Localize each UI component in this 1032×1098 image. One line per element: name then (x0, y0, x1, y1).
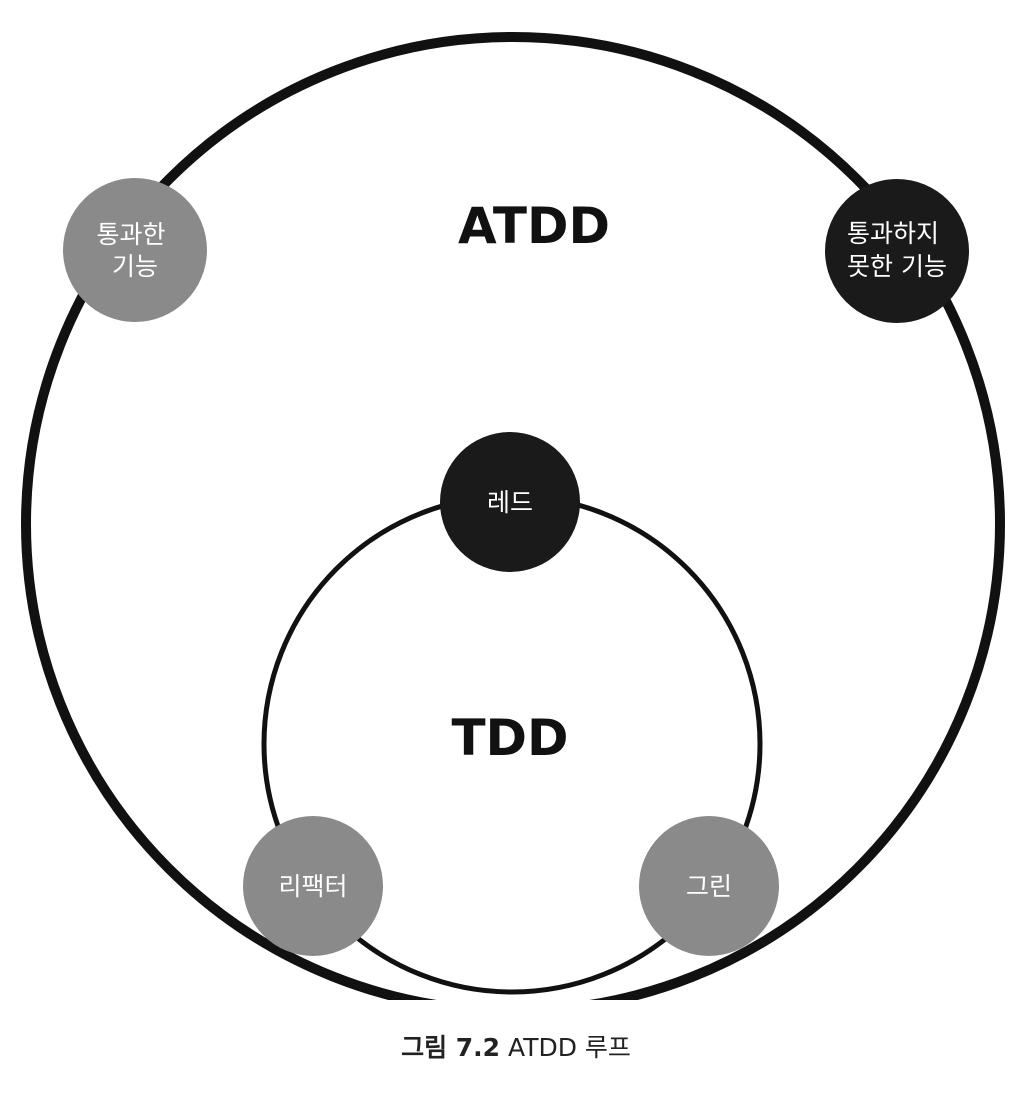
node-passed-circle (63, 178, 207, 322)
node-green-label: 그린 (686, 872, 732, 901)
atdd-loop-diagram: ATDD TDD 통과한 기능 통과하지 못한 기능 레드 리팩터 그린 (21, 32, 1005, 1000)
atdd-label: ATDD (458, 197, 610, 255)
svg-text:통과하지 못한 기능: 통과하지 못한 기능 (847, 219, 947, 281)
tdd-label: TDD (451, 709, 568, 767)
node-refactor-circle (243, 816, 383, 956)
svg-text:통과한 기능: 통과한 기능 (97, 220, 174, 281)
node-red-circle (440, 432, 580, 572)
atdd-outer-circle (21, 32, 1005, 1000)
node-failed-feature: 통과하지 못한 기능 (825, 179, 969, 323)
node-green-circle (639, 816, 779, 956)
node-green: 그린 (639, 816, 779, 956)
node-passed-label-line1: 통과한 (97, 220, 166, 249)
node-red-label: 레드 (487, 488, 533, 517)
figure-title: ATDD 루프 (508, 1033, 631, 1062)
figure-number: 그림 7.2 (401, 1033, 501, 1062)
node-failed-label-line2: 못한 기능 (847, 252, 947, 281)
node-failed-circle (825, 179, 969, 323)
node-passed-label-line2: 기능 (112, 252, 158, 281)
node-refactor-label: 리팩터 (278, 872, 347, 901)
figure-caption: 그림 7.2 ATDD 루프 (0, 1028, 1032, 1064)
node-red: 레드 (440, 432, 580, 572)
node-passed-feature: 통과한 기능 (63, 178, 207, 322)
node-refactor: 리팩터 (243, 816, 383, 956)
node-failed-label-line1: 통과하지 (847, 219, 939, 248)
